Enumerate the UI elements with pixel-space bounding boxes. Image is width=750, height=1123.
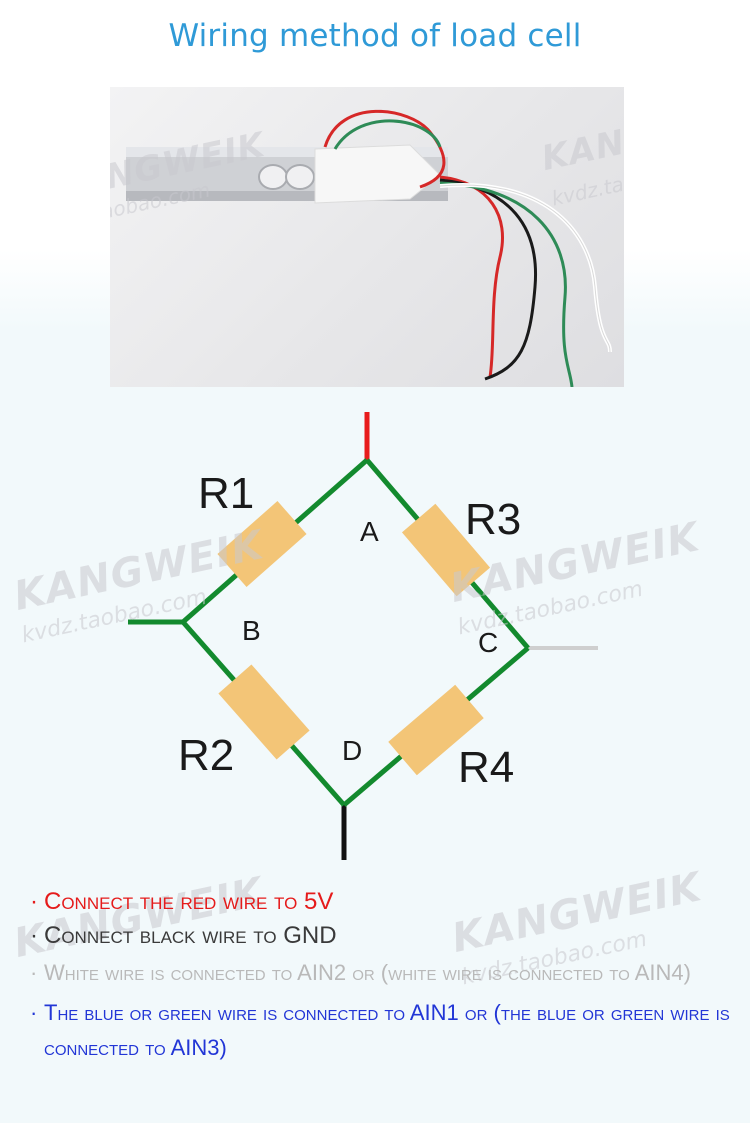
black-wire <box>439 178 538 381</box>
node-b: B <box>242 615 261 646</box>
node-a: A <box>360 516 379 547</box>
resistor-r1 <box>217 501 307 587</box>
label-r4: R4 <box>458 743 514 792</box>
green-wire-loop <box>333 119 442 150</box>
label-r1: R1 <box>198 469 254 518</box>
bullet-dot: · <box>30 1000 38 1025</box>
red-wire <box>439 175 504 378</box>
note-text: Connect the red wire to 5V <box>44 888 334 915</box>
bullet-dot: · <box>30 922 38 949</box>
note-text: Connect black wire to GND <box>44 922 337 949</box>
wiring-notes: · Connect the red wire to 5V · Connect b… <box>30 888 730 1071</box>
note-text: White wire is connected to AIN2 or (whit… <box>44 960 691 985</box>
load-cell-illustration <box>126 109 612 387</box>
note-white-wire: · White wire is connected to AIN2 or (wh… <box>30 956 730 989</box>
mount-hole <box>285 164 315 190</box>
red-wire-loop <box>323 109 446 189</box>
resistor-r3 <box>401 503 491 597</box>
node-c: C <box>478 627 498 658</box>
white-wire <box>439 182 612 353</box>
node-d: D <box>342 735 362 766</box>
note-blue-green-wire: · The blue or green wire is connected to… <box>30 995 730 1065</box>
bridge-circuit: R1 R3 R2 R4 A B C D <box>128 412 598 860</box>
mount-hole <box>258 164 288 190</box>
label-r2: R2 <box>178 731 234 780</box>
load-cell-photo: KANGWEIK kvdz.taobao.com KANGWEIK kvdz.t… <box>110 87 624 387</box>
green-wire <box>439 181 574 387</box>
page-title: Wiring method of load cell <box>168 18 582 54</box>
note-red-wire: · Connect the red wire to 5V <box>30 888 730 916</box>
label-r3: R3 <box>465 495 521 544</box>
bullet-dot: · <box>30 888 38 915</box>
bullet-dot: · <box>30 960 38 985</box>
note-text: The blue or green wire is connected to A… <box>44 1000 730 1060</box>
note-black-wire: · Connect black wire to GND <box>30 922 730 950</box>
resistor-r2 <box>218 664 310 760</box>
resistor-r4 <box>388 684 484 776</box>
